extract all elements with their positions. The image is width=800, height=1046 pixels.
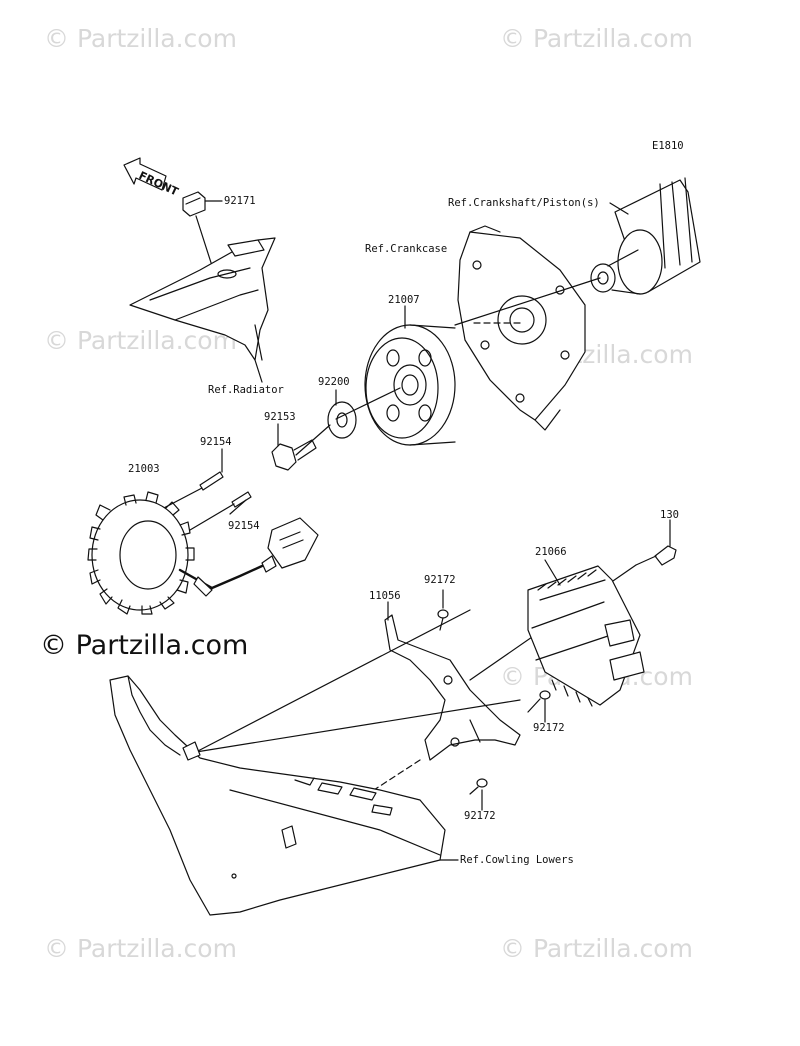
ref-crankcase-label: Ref.Crankcase: [365, 243, 448, 255]
watermark: © Partzilla.com: [500, 24, 693, 53]
ref-cowling-label: Ref.Cowling Lowers: [460, 854, 574, 866]
part-number-label: 92172: [424, 574, 456, 586]
front-arrow-icon: FRONT: [123, 157, 181, 199]
part-number-label: 11056: [369, 590, 401, 602]
ref-crankshaft-label: Ref.Crankshaft/Piston(s): [448, 197, 600, 209]
bolt-92153-icon: [271, 439, 317, 471]
washer-92200-icon: [327, 401, 357, 439]
regulator-21066-icon: [527, 565, 645, 707]
part-number-label: 92200: [318, 376, 350, 388]
screw-92172-icon: [437, 609, 449, 631]
part-number-label: 92172: [533, 722, 565, 734]
crankcase-icon: [457, 225, 586, 431]
screw-92154-icon: [189, 491, 252, 531]
cowling-lower-icon: [109, 675, 446, 916]
ref-radiator-label: Ref.Radiator: [208, 384, 284, 396]
clip-92171-icon: [182, 191, 206, 217]
rotor-21007-icon: [364, 324, 456, 446]
part-number-label: 92154: [228, 520, 260, 532]
part-number-label: 130: [660, 509, 679, 521]
screw-92172-icon: [527, 690, 551, 713]
stator-21003-icon: [87, 491, 264, 615]
watermark: © Partzilla.com: [44, 24, 237, 53]
radiator-shroud-icon: [129, 237, 276, 361]
part-number-label: 21007: [388, 294, 420, 306]
screw-92172-icon: [469, 778, 488, 795]
watermark: © Partzilla.com: [500, 934, 693, 963]
part-number-label: 92154: [200, 436, 232, 448]
connector-icon: [261, 517, 319, 573]
watermark: © Partzilla.com: [44, 934, 237, 963]
part-number-label: 92153: [264, 411, 296, 423]
bracket-11056-icon: [384, 614, 521, 761]
part-number-label: 21003: [128, 463, 160, 475]
watermark: © Partzilla.com: [44, 326, 237, 355]
watermark-dark: © Partzilla.com: [40, 630, 249, 661]
bolt-130-icon: [635, 545, 677, 566]
part-number-label: 92171: [224, 195, 256, 207]
diagram-code: E1810: [652, 140, 684, 152]
part-number-label: 21066: [535, 546, 567, 558]
crankshaft-icon: [590, 177, 701, 295]
part-number-label: 92172: [464, 810, 496, 822]
